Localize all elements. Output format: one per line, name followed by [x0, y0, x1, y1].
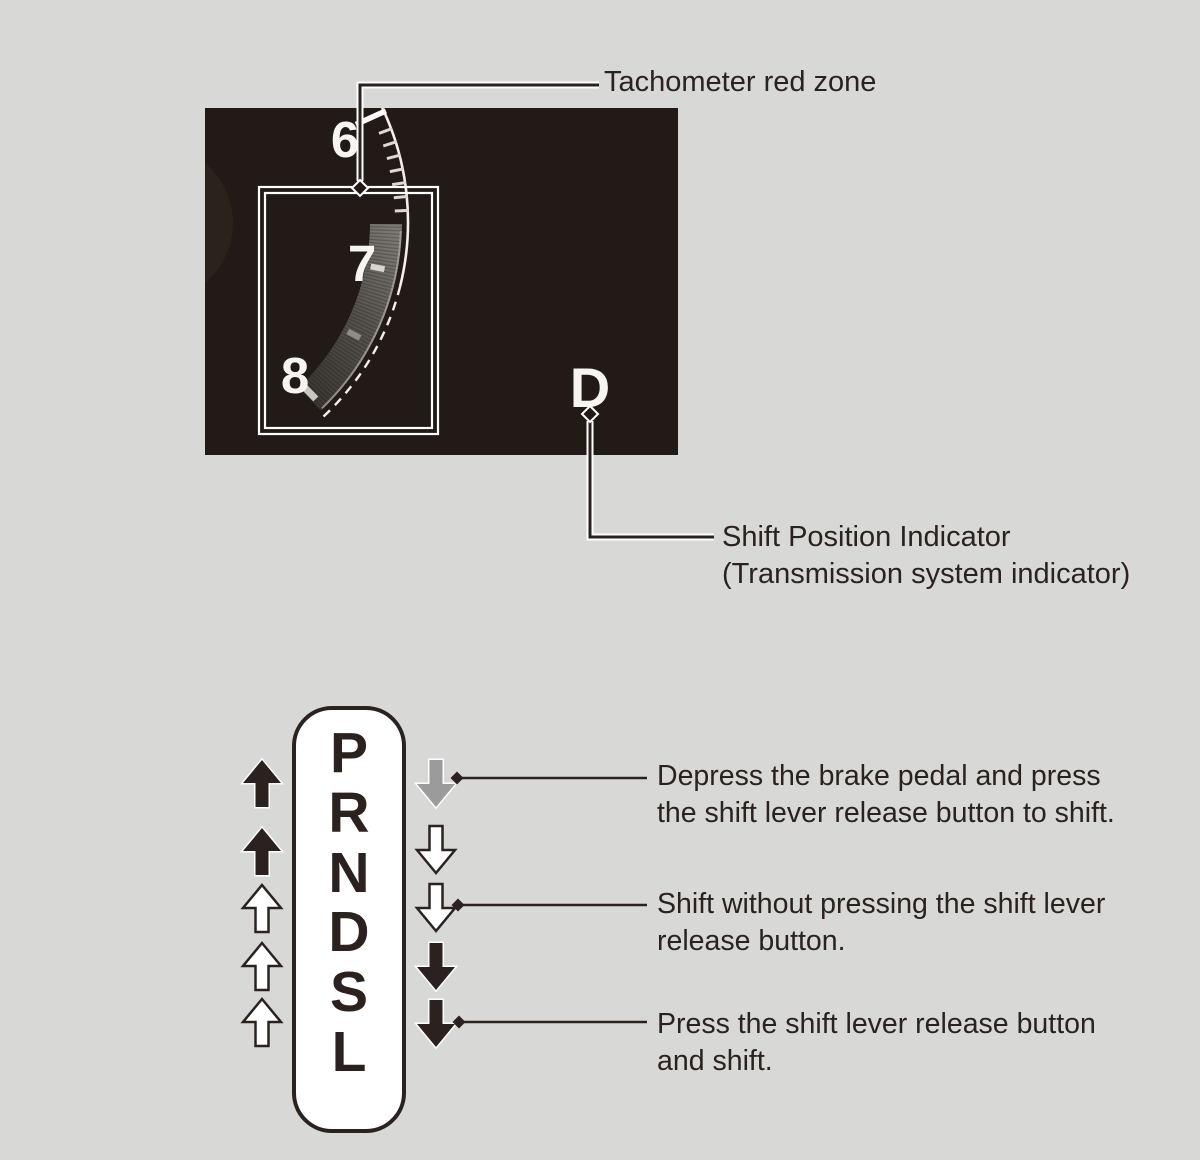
upshift-arrows [239, 757, 285, 1048]
connector-diamond [451, 898, 465, 912]
shift-position-l: L [331, 1019, 367, 1084]
band-tick-7 [370, 263, 386, 273]
annotation-line: Depress the brake pedal and press [657, 760, 1101, 792]
down-arrow-gray-icon [413, 758, 459, 810]
annotation-line: Press the shift lever release button [657, 1008, 1096, 1040]
down-arrow-outline-icon [414, 824, 458, 875]
up-arrow-outline-icon [240, 883, 284, 934]
tachometer-gauge: 6 7 8 D [205, 108, 610, 436]
red-zone-hatching [299, 225, 403, 410]
tach-number-8: 8 [281, 347, 309, 404]
annotation-line: the shift lever release button to shift. [657, 797, 1115, 829]
down-arrow-solid-icon [413, 941, 459, 993]
gauge-hub-shadow [205, 163, 233, 283]
up-arrow-outline-icon [240, 997, 284, 1048]
shift-position-r: R [328, 780, 370, 845]
downshift-arrows [413, 758, 459, 1050]
down-arrow-outline-icon [414, 882, 458, 933]
down-arrow-solid-icon [413, 998, 459, 1050]
minor-ticks [378, 127, 409, 213]
tachometer-red-zone-band [299, 224, 402, 411]
shift-position-s: S [329, 960, 369, 1025]
tach-number-6: 6 [331, 111, 359, 168]
up-arrow-solid-icon [239, 825, 285, 877]
annotation-depress-brake: Depress the brake pedal and press the sh… [657, 758, 1115, 832]
band-tick-8 [302, 385, 319, 402]
annotation-line: and shift. [657, 1045, 773, 1077]
red-zone-outer-rim [321, 230, 402, 410]
shift-gate: P R N D S L [292, 706, 406, 1133]
annotation-shift-without-pressing: Shift without pressing the shift lever r… [657, 886, 1105, 960]
shift-position-label-line1: Shift Position Indicator [722, 521, 1011, 553]
connector-diamond [450, 771, 464, 785]
red-zone-callout-box [257, 185, 440, 436]
annotation-press-release-button: Press the shift lever release button and… [657, 1006, 1096, 1080]
tach-number-7: 7 [348, 235, 376, 292]
dial-arc-dashed [319, 286, 402, 421]
shift-position-n: N [328, 840, 370, 905]
tachometer-red-zone-label: Tachometer red zone [604, 66, 877, 98]
annotation-connectors [461, 776, 647, 1024]
annotation-line: Shift without pressing the shift lever [657, 888, 1106, 920]
major-tick-6 [354, 108, 388, 128]
connector-diamond [452, 1015, 466, 1029]
up-arrow-outline-icon [240, 941, 284, 992]
shift-position-d: D [328, 900, 370, 965]
shift-position-label-line2: (Transmission system indicator) [722, 558, 1131, 590]
band-tick-7-5 [346, 328, 362, 341]
instrument-cluster-panel: 6 7 8 D [205, 108, 678, 455]
shift-position-indicator-d: D [570, 356, 610, 419]
shift-position-p: P [329, 721, 369, 785]
up-arrow-solid-icon [239, 757, 285, 809]
annotation-line: release button. [657, 925, 846, 957]
shift-position-indicator-label: Shift Position Indicator (Transmission s… [722, 519, 1130, 593]
